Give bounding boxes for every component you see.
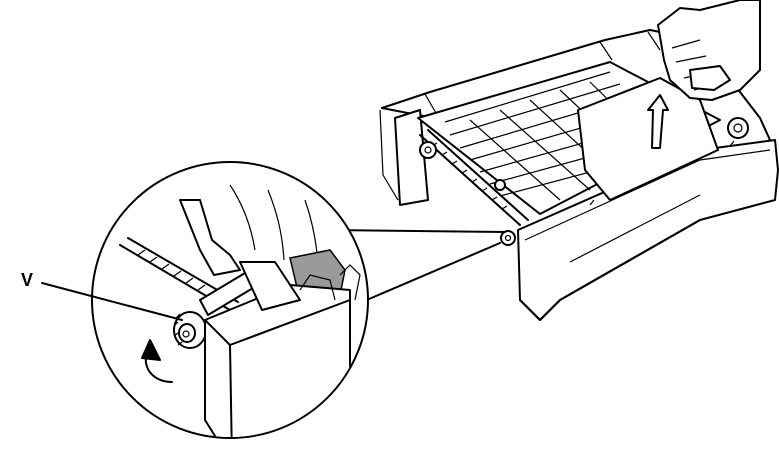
paper-sheet [577,77,719,201]
callout-leader-v [41,282,183,321]
rotate-arrow-icon [141,339,173,383]
magnified-detail-circle [91,161,369,439]
up-arrow-icon [647,94,669,149]
hand-illustration [657,0,761,101]
callout-connector-lines [329,229,506,306]
callout-label-v: V [21,270,34,290]
